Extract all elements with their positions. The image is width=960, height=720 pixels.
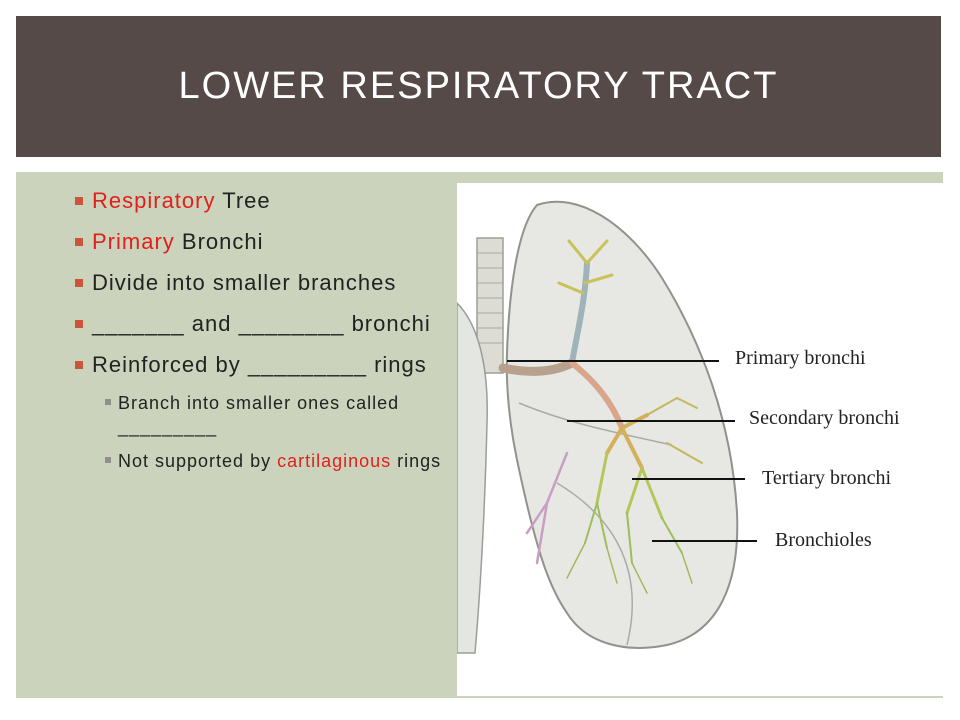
bullet-primary-bronchi: Primary Bronchi: [74, 227, 444, 257]
lung-illustration: Primary bronchi Secondary bronchi Tertia…: [456, 183, 943, 696]
small-square-bullet-icon: [105, 399, 111, 405]
bullet-text: Tree: [215, 188, 271, 213]
square-bullet-icon: [75, 361, 83, 369]
small-square-bullet-icon: [105, 457, 111, 463]
bullet-text: Bronchi: [174, 229, 264, 254]
square-bullet-icon: [75, 238, 83, 246]
sub-bullet-branch: Branch into smaller ones called ________…: [74, 391, 444, 439]
square-bullet-icon: [75, 279, 83, 287]
label-primary-bronchi: Primary bronchi: [735, 347, 866, 369]
sub-bullet-not-supported: Not supported by cartilaginous rings: [74, 449, 444, 473]
sub-bullet-text: Branch into smaller ones called ________…: [118, 393, 400, 437]
bullet-blanks-bronchi: _______ and ________ bronchi: [74, 309, 444, 339]
callout-pointers: [507, 360, 757, 542]
sub-bullet-highlight: cartilaginous: [277, 451, 392, 471]
bullet-respiratory-tree: Respiratory Tree: [74, 186, 444, 216]
bullet-text: Divide into smaller branches: [92, 270, 397, 295]
bullet-highlight: Respiratory: [92, 188, 216, 213]
bullet-list: Respiratory Tree Primary Bronchi Divide …: [74, 186, 444, 483]
left-lung-shape: [456, 301, 488, 654]
slide-title: LOWER RESPIRATORY TRACT: [178, 65, 779, 107]
label-bronchioles: Bronchioles: [775, 529, 872, 551]
bullet-text: _______ and ________ bronchi: [92, 311, 431, 336]
bullet-divide: Divide into smaller branches: [74, 268, 444, 298]
label-tertiary-bronchi: Tertiary bronchi: [762, 467, 892, 489]
lung-diagram-svg: [456, 200, 757, 654]
bullet-text: Reinforced by _________ rings: [92, 352, 427, 377]
sub-bullet-text: Not supported by: [118, 451, 278, 471]
sub-bullet-text-end: rings: [391, 451, 442, 471]
square-bullet-icon: [75, 197, 83, 205]
bullet-reinforced: Reinforced by _________ rings: [74, 350, 444, 380]
label-secondary-bronchi: Secondary bronchi: [749, 407, 900, 429]
square-bullet-icon: [75, 320, 83, 328]
bullet-highlight: Primary: [92, 229, 175, 254]
title-banner: LOWER RESPIRATORY TRACT: [16, 16, 941, 157]
